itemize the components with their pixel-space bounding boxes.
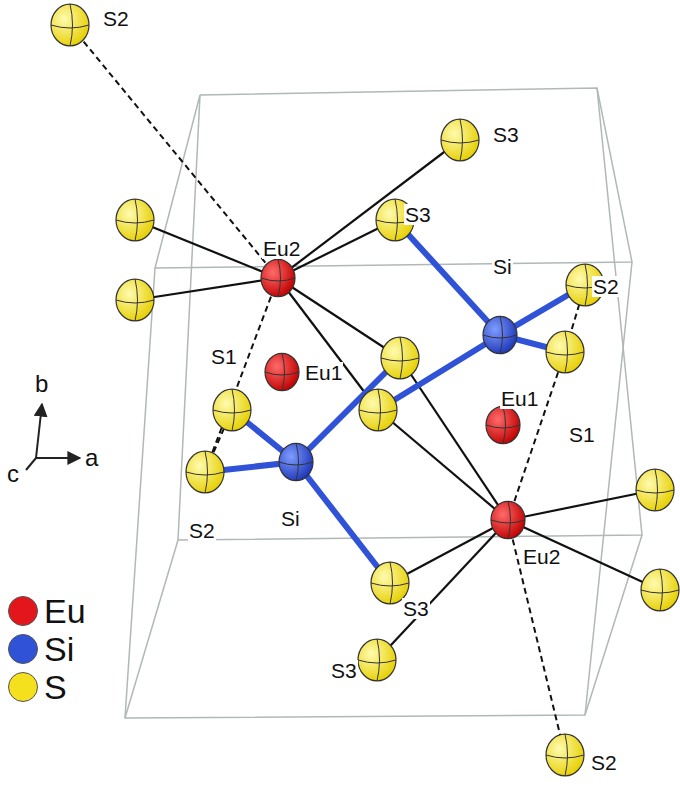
octant-line [546,331,584,373]
atom-label: Eu1 [304,362,343,383]
octant-line [261,259,295,296]
legend-text: Si [44,632,74,666]
octant-line [358,639,396,681]
atom-ellipsoid [265,353,299,390]
atom-ellipsoid [116,279,154,321]
atom-label: S3 [404,204,432,225]
atom-ellipsoid [381,337,419,379]
atom-ellipsoid [636,469,674,511]
atom-label: S1 [210,346,238,367]
octant-line [636,469,674,511]
atom-label: S3 [402,598,430,619]
legend-text: S [44,670,67,704]
octant-line [116,279,154,321]
atom-ellipsoid [546,734,584,776]
octant-line [486,406,520,443]
atom-ellipsoid [483,316,517,353]
atom-ellipsoid [186,451,224,493]
octant-line [359,389,397,431]
atom-ellipsoid [441,119,479,161]
atom-ellipsoid [116,199,154,241]
atom-ellipsoid [261,259,295,296]
unit-cell [125,88,642,718]
octant-line [441,119,479,161]
legend-swatch [8,634,38,664]
atom-label: S2 [590,752,618,773]
octant-line [546,734,584,776]
axis-label: a [84,446,99,470]
octant-line [116,199,154,241]
atom-ellipsoid [279,443,313,480]
octant-line [51,4,89,46]
atom-ellipsoid [546,331,584,373]
atom-ellipsoid [51,4,89,46]
atoms [51,4,679,776]
axis-label: b [34,372,49,396]
octant-line [186,451,224,493]
atom-ellipsoid [491,501,525,538]
si-s-bonds [205,220,585,583]
octant-line [265,353,299,390]
atom-label: S2 [592,276,620,297]
legend-swatch [8,672,38,702]
atom-ellipsoid [358,639,396,681]
atom-ellipsoid [641,569,679,611]
atom-label: S1 [568,424,596,445]
axes [26,404,80,470]
atom-ellipsoid [359,389,397,431]
octant-line [381,337,419,379]
atom-label: Eu1 [500,388,539,409]
atom-label: S2 [188,520,216,541]
octant-line [483,316,517,353]
octant-line [641,569,679,611]
atom-label: Si [492,256,513,277]
legend-text: Eu [44,594,86,628]
atom-label: S3 [492,124,520,145]
octant-line [491,501,525,538]
atom-label: Eu2 [522,546,561,567]
atom-label: S2 [102,8,130,29]
legend-swatch [8,596,38,626]
atom-label: Eu2 [262,238,301,259]
axis-label: c [6,462,20,486]
atom-ellipsoid [486,406,520,443]
octant-line [213,389,251,431]
atom-label: Si [280,508,301,529]
atom-ellipsoid [213,389,251,431]
atom-label: S3 [330,660,358,681]
octant-line [279,443,313,480]
long-bonds [70,25,585,755]
eu-s-bonds [135,140,660,660]
